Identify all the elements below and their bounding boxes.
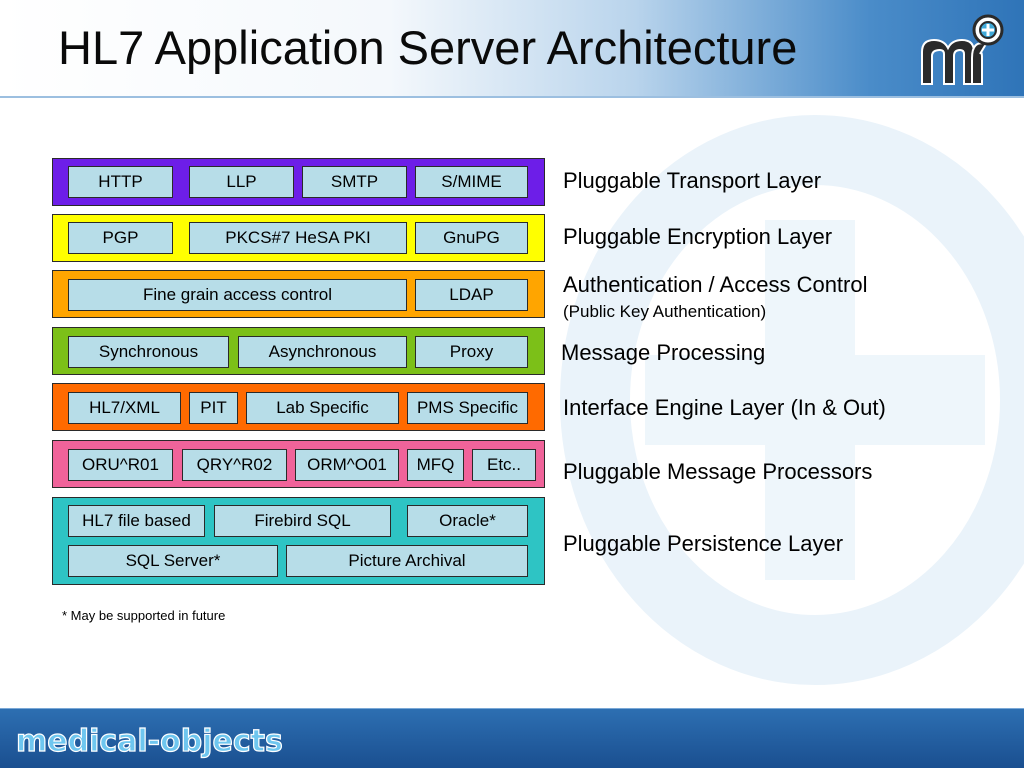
watermark-logo [560, 115, 1024, 685]
component-http: HTTP [68, 166, 173, 198]
medical-objects-m-logo [921, 14, 1004, 85]
slide-title: HL7 Application Server Architecture [58, 21, 798, 74]
component-hl7-xml: HL7/XML [68, 392, 181, 424]
component-asynchronous: Asynchronous [238, 336, 407, 368]
footer-brand-text: medical-objects [16, 724, 283, 759]
component-llp: LLP [189, 166, 294, 198]
component-sql-server: SQL Server* [68, 545, 278, 577]
component-mfq: MFQ [407, 449, 464, 481]
footnote: * May be supported in future [62, 608, 226, 623]
component-proxy: Proxy [415, 336, 528, 368]
component-pit: PIT [189, 392, 238, 424]
component-orm-o01: ORM^O01 [295, 449, 399, 481]
component-ldap: LDAP [415, 279, 528, 311]
encryption-layer-label: Pluggable Encryption Layer [563, 224, 833, 249]
component-smime: S/MIME [415, 166, 528, 198]
component-firebird-sql: Firebird SQL [214, 505, 391, 537]
component-pkcs7: PKCS#7 HeSA PKI [189, 222, 407, 254]
medical-objects-wordmark: medical-objects [15, 723, 283, 759]
component-picture-archival: Picture Archival [286, 545, 528, 577]
processing-layer-label: Message Processing [561, 340, 766, 365]
persistence-layer-label: Pluggable Persistence Layer [563, 531, 844, 556]
component-gnupg: GnuPG [415, 222, 528, 254]
component-fine-grain-access: Fine grain access control [68, 279, 407, 311]
auth-layer-label: Authentication / Access Control [563, 272, 868, 297]
footer-bar [0, 708, 1024, 768]
component-pgp: PGP [68, 222, 173, 254]
header-bar [0, 0, 1024, 98]
component-hl7-file-based: HL7 file based [68, 505, 205, 537]
component-oru-r01: ORU^R01 [68, 449, 173, 481]
auth-layer-sublabel: (Public Key Authentication) [563, 302, 767, 321]
component-synchronous: Synchronous [68, 336, 229, 368]
component-lab-specific: Lab Specific [246, 392, 399, 424]
component-etc: Etc.. [472, 449, 536, 481]
interface-layer-label: Interface Engine Layer (In & Out) [563, 395, 886, 420]
component-smtp: SMTP [302, 166, 407, 198]
component-qry-r02: QRY^R02 [182, 449, 287, 481]
component-pms-specific: PMS Specific [407, 392, 528, 424]
component-oracle: Oracle* [407, 505, 528, 537]
transport-layer-label: Pluggable Transport Layer [563, 168, 822, 193]
processors-layer-label: Pluggable Message Processors [563, 459, 873, 484]
